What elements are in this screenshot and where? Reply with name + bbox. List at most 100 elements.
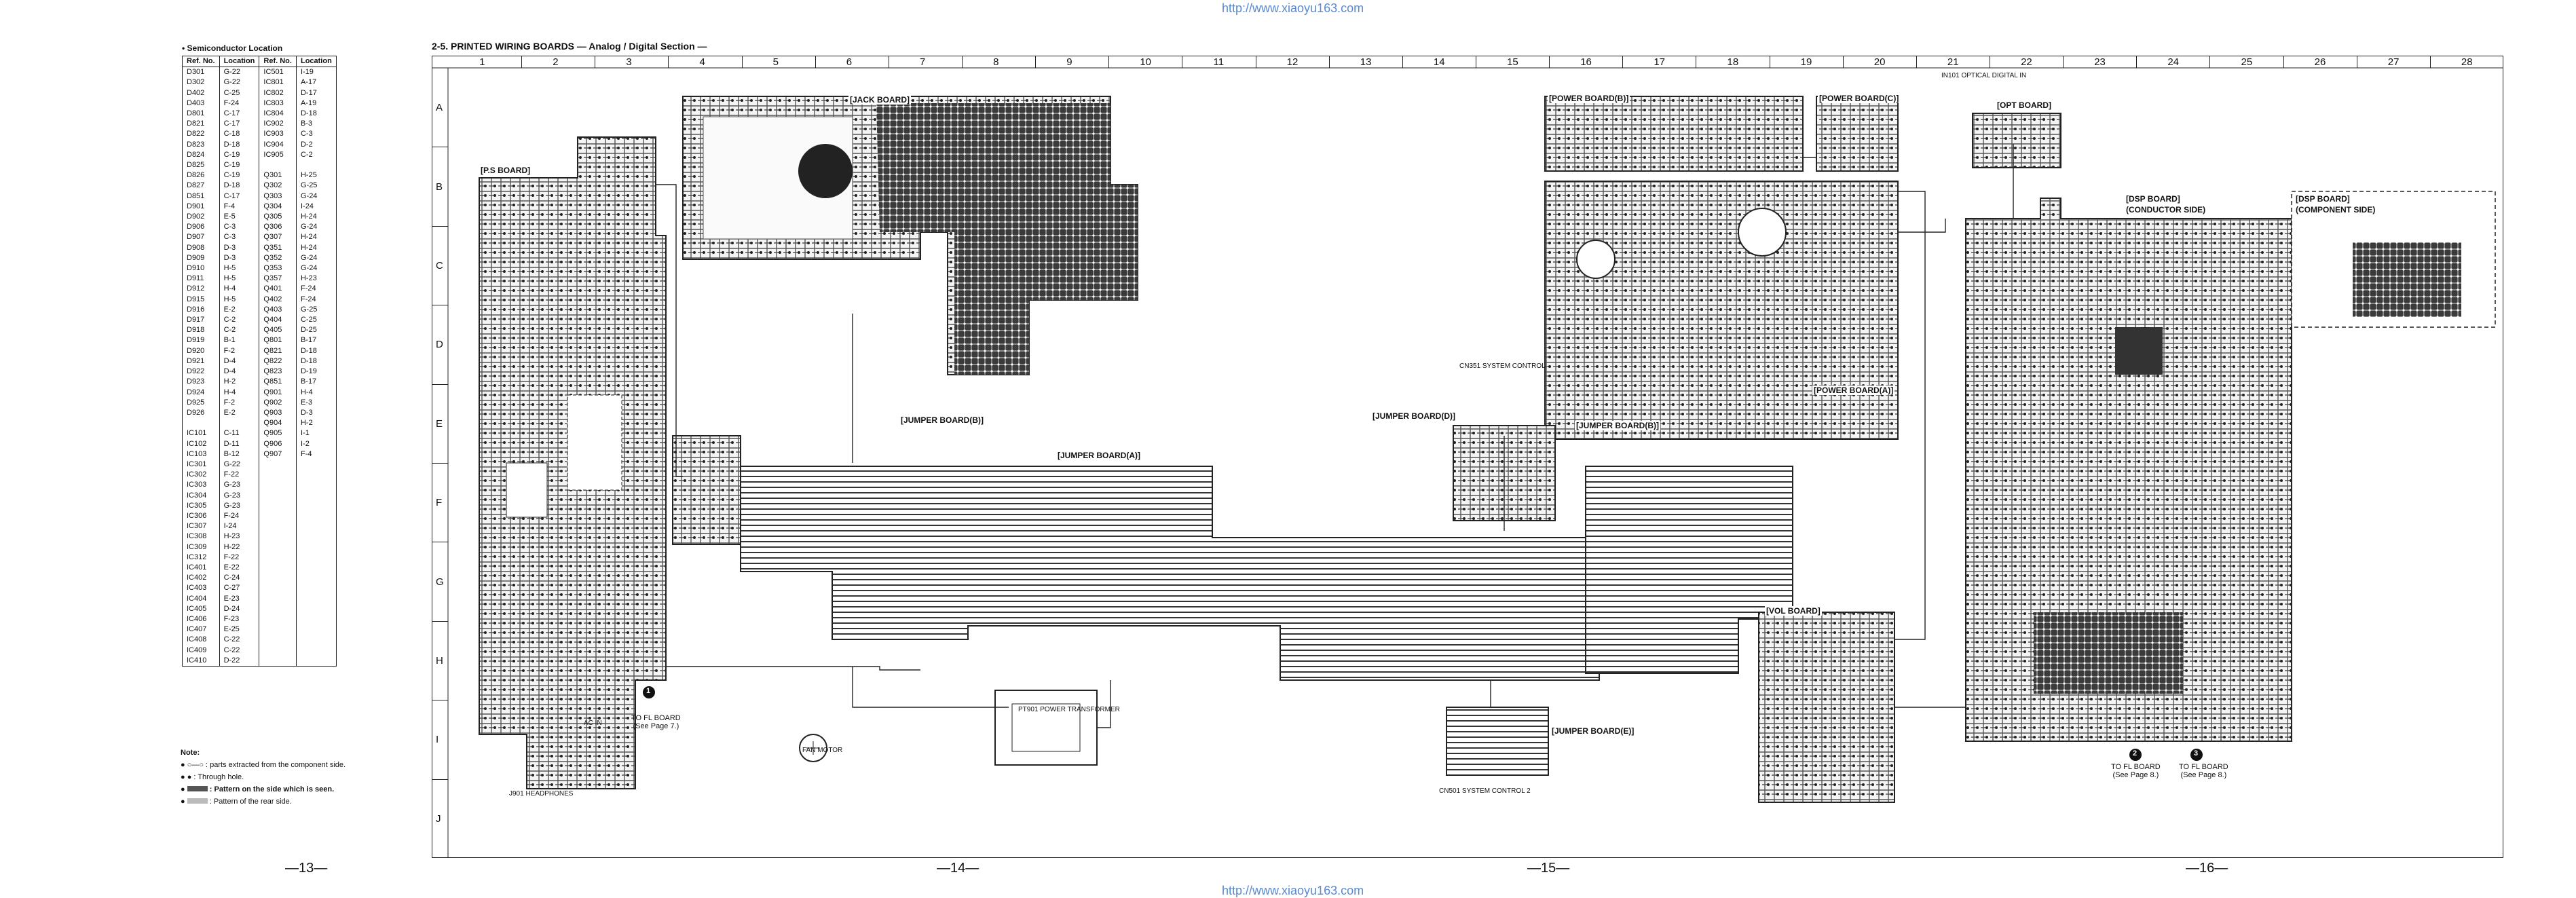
ps-board — [479, 136, 667, 789]
legend-cell-location: G-25 — [295, 304, 337, 316]
grid-column-divider — [962, 56, 963, 68]
legend-cell-ref-no: IC804 — [259, 109, 297, 119]
grid-column-divider — [2429, 56, 2431, 68]
legend-cell-location: I-24 — [295, 201, 337, 212]
legend-cell-ref-no — [259, 470, 297, 481]
wiring-board-diagram — [432, 67, 2503, 858]
legend-cell-ref-no: D919 — [182, 335, 220, 346]
legend-cell-location — [219, 418, 260, 429]
grid-column-divider — [1622, 56, 1624, 68]
legend-cell-ref-no: IC405 — [182, 603, 220, 614]
legend-cell-ref-no: Q301 — [259, 170, 297, 181]
power-board-c-label: [POWER BOARD(C)] — [1818, 94, 1901, 103]
legend-cell-ref-no: Q307 — [259, 232, 297, 243]
grid-row-divider — [432, 779, 448, 780]
legend-cell-location: C-3 — [295, 129, 337, 140]
grid-column-label: 24 — [2167, 56, 2180, 68]
legend-cell-location: F-23 — [219, 614, 260, 625]
grid-column-divider — [1328, 56, 1330, 68]
jack-board — [682, 96, 1138, 375]
legend-cell-location: C-2 — [219, 325, 260, 336]
dsp-board-component-side — [2291, 191, 2496, 328]
legend-cell-ref-no — [259, 459, 297, 470]
opt-board-label: [OPT BOARD] — [1996, 100, 2053, 110]
opt-board — [1972, 113, 2061, 168]
legend-cell-ref-no: Q352 — [259, 252, 297, 264]
legend-cell-location: D-4 — [219, 367, 260, 377]
grid-column-label: 12 — [1286, 56, 1299, 68]
legend-cell-ref-no: IC401 — [182, 562, 220, 574]
grid-column-divider — [1842, 56, 1844, 68]
legend-cell-ref-no — [259, 562, 297, 574]
grid-frame — [432, 56, 2503, 858]
legend-cell-ref-no — [259, 624, 297, 635]
grid-column-label: 8 — [993, 56, 999, 68]
note-text-pattern-seen: : Pattern on the side which is seen. — [209, 785, 335, 793]
legend-cell-location — [295, 603, 337, 614]
legend-cell-ref-no: D926 — [182, 407, 220, 419]
legend-cell-location: F-2 — [219, 345, 260, 356]
grid-row-label: C — [436, 260, 443, 272]
grid-column-label: 6 — [846, 56, 853, 68]
legend-cell-ref-no — [259, 573, 297, 584]
grid-row-label: H — [436, 655, 443, 667]
legend-cell-ref-no: Q353 — [259, 263, 297, 274]
legend-cell-location: F-24 — [295, 294, 337, 305]
jumper-board-a — [740, 466, 1600, 681]
legend-cell-ref-no: D906 — [182, 222, 220, 233]
legend-cell-location: G-23 — [219, 500, 260, 511]
legend-cell-ref-no: IC102 — [182, 438, 220, 449]
grid-column-label: 28 — [2461, 56, 2473, 68]
legend-cell-ref-no: IC307 — [182, 521, 220, 532]
pattern-seen-swatch — [187, 786, 208, 791]
legend-cell-location — [295, 510, 337, 522]
jumper-board-b-left-label: [JUMPER BOARD(B)] — [899, 415, 985, 425]
legend-cell-ref-no: D912 — [182, 284, 220, 295]
callout-3-see-page: (See Page 8.) — [2180, 771, 2227, 779]
grid-column-label: 21 — [1947, 56, 1959, 68]
legend-cell-location — [295, 635, 337, 646]
page-number-15: —15— — [1527, 861, 1570, 876]
legend-cell-location: H-4 — [219, 284, 260, 295]
legend-title: • Semiconductor Location — [182, 43, 283, 53]
callout-3-target: TO FL BOARD(See Page 8.) — [2179, 763, 2228, 779]
legend-cell-ref-no: IC803 — [259, 98, 297, 109]
legend-cell-location: D-18 — [295, 109, 337, 119]
legend-cell-ref-no: Q821 — [259, 345, 297, 356]
dsp-board-conductor-side — [1965, 198, 2292, 742]
legend-cell-ref-no: D908 — [182, 242, 220, 253]
legend-cell-location: D-19 — [295, 367, 337, 377]
legend-cell-ref-no: D402 — [182, 88, 220, 98]
jumper-board-d-label: [JUMPER BOARD(D)] — [1371, 411, 1457, 421]
callout-markers — [643, 686, 2203, 761]
jumper-board-a-label: [JUMPER BOARD(A)] — [1056, 451, 1142, 460]
legend-cell-ref-no: D301 — [182, 67, 220, 78]
grid-column-divider — [2209, 56, 2211, 68]
callout-1-see-page: (See Page 7.) — [633, 722, 679, 730]
legend-cell-ref-no — [259, 510, 297, 522]
legend-cell-ref-no: Q305 — [259, 212, 297, 223]
grid-column-label: 22 — [2021, 56, 2032, 68]
grid-column-label: 15 — [1507, 56, 1518, 68]
legend-cell-location: C-22 — [219, 635, 260, 646]
legend-cell-location: C-17 — [219, 109, 260, 119]
legend-cell-location: C-24 — [219, 573, 260, 584]
dsp-board-component-label: [DSP BOARD] — [2294, 194, 2351, 204]
legend-cell-ref-no: Q304 — [259, 201, 297, 212]
grid-column-label: 4 — [699, 56, 705, 68]
grid-column-divider — [1108, 56, 1110, 68]
legend-cell-ref-no: Q823 — [259, 367, 297, 377]
semiconductor-location-table: Ref. No. Location Ref. No. Location D301… — [182, 55, 337, 667]
grid-row-label: D — [436, 339, 443, 351]
